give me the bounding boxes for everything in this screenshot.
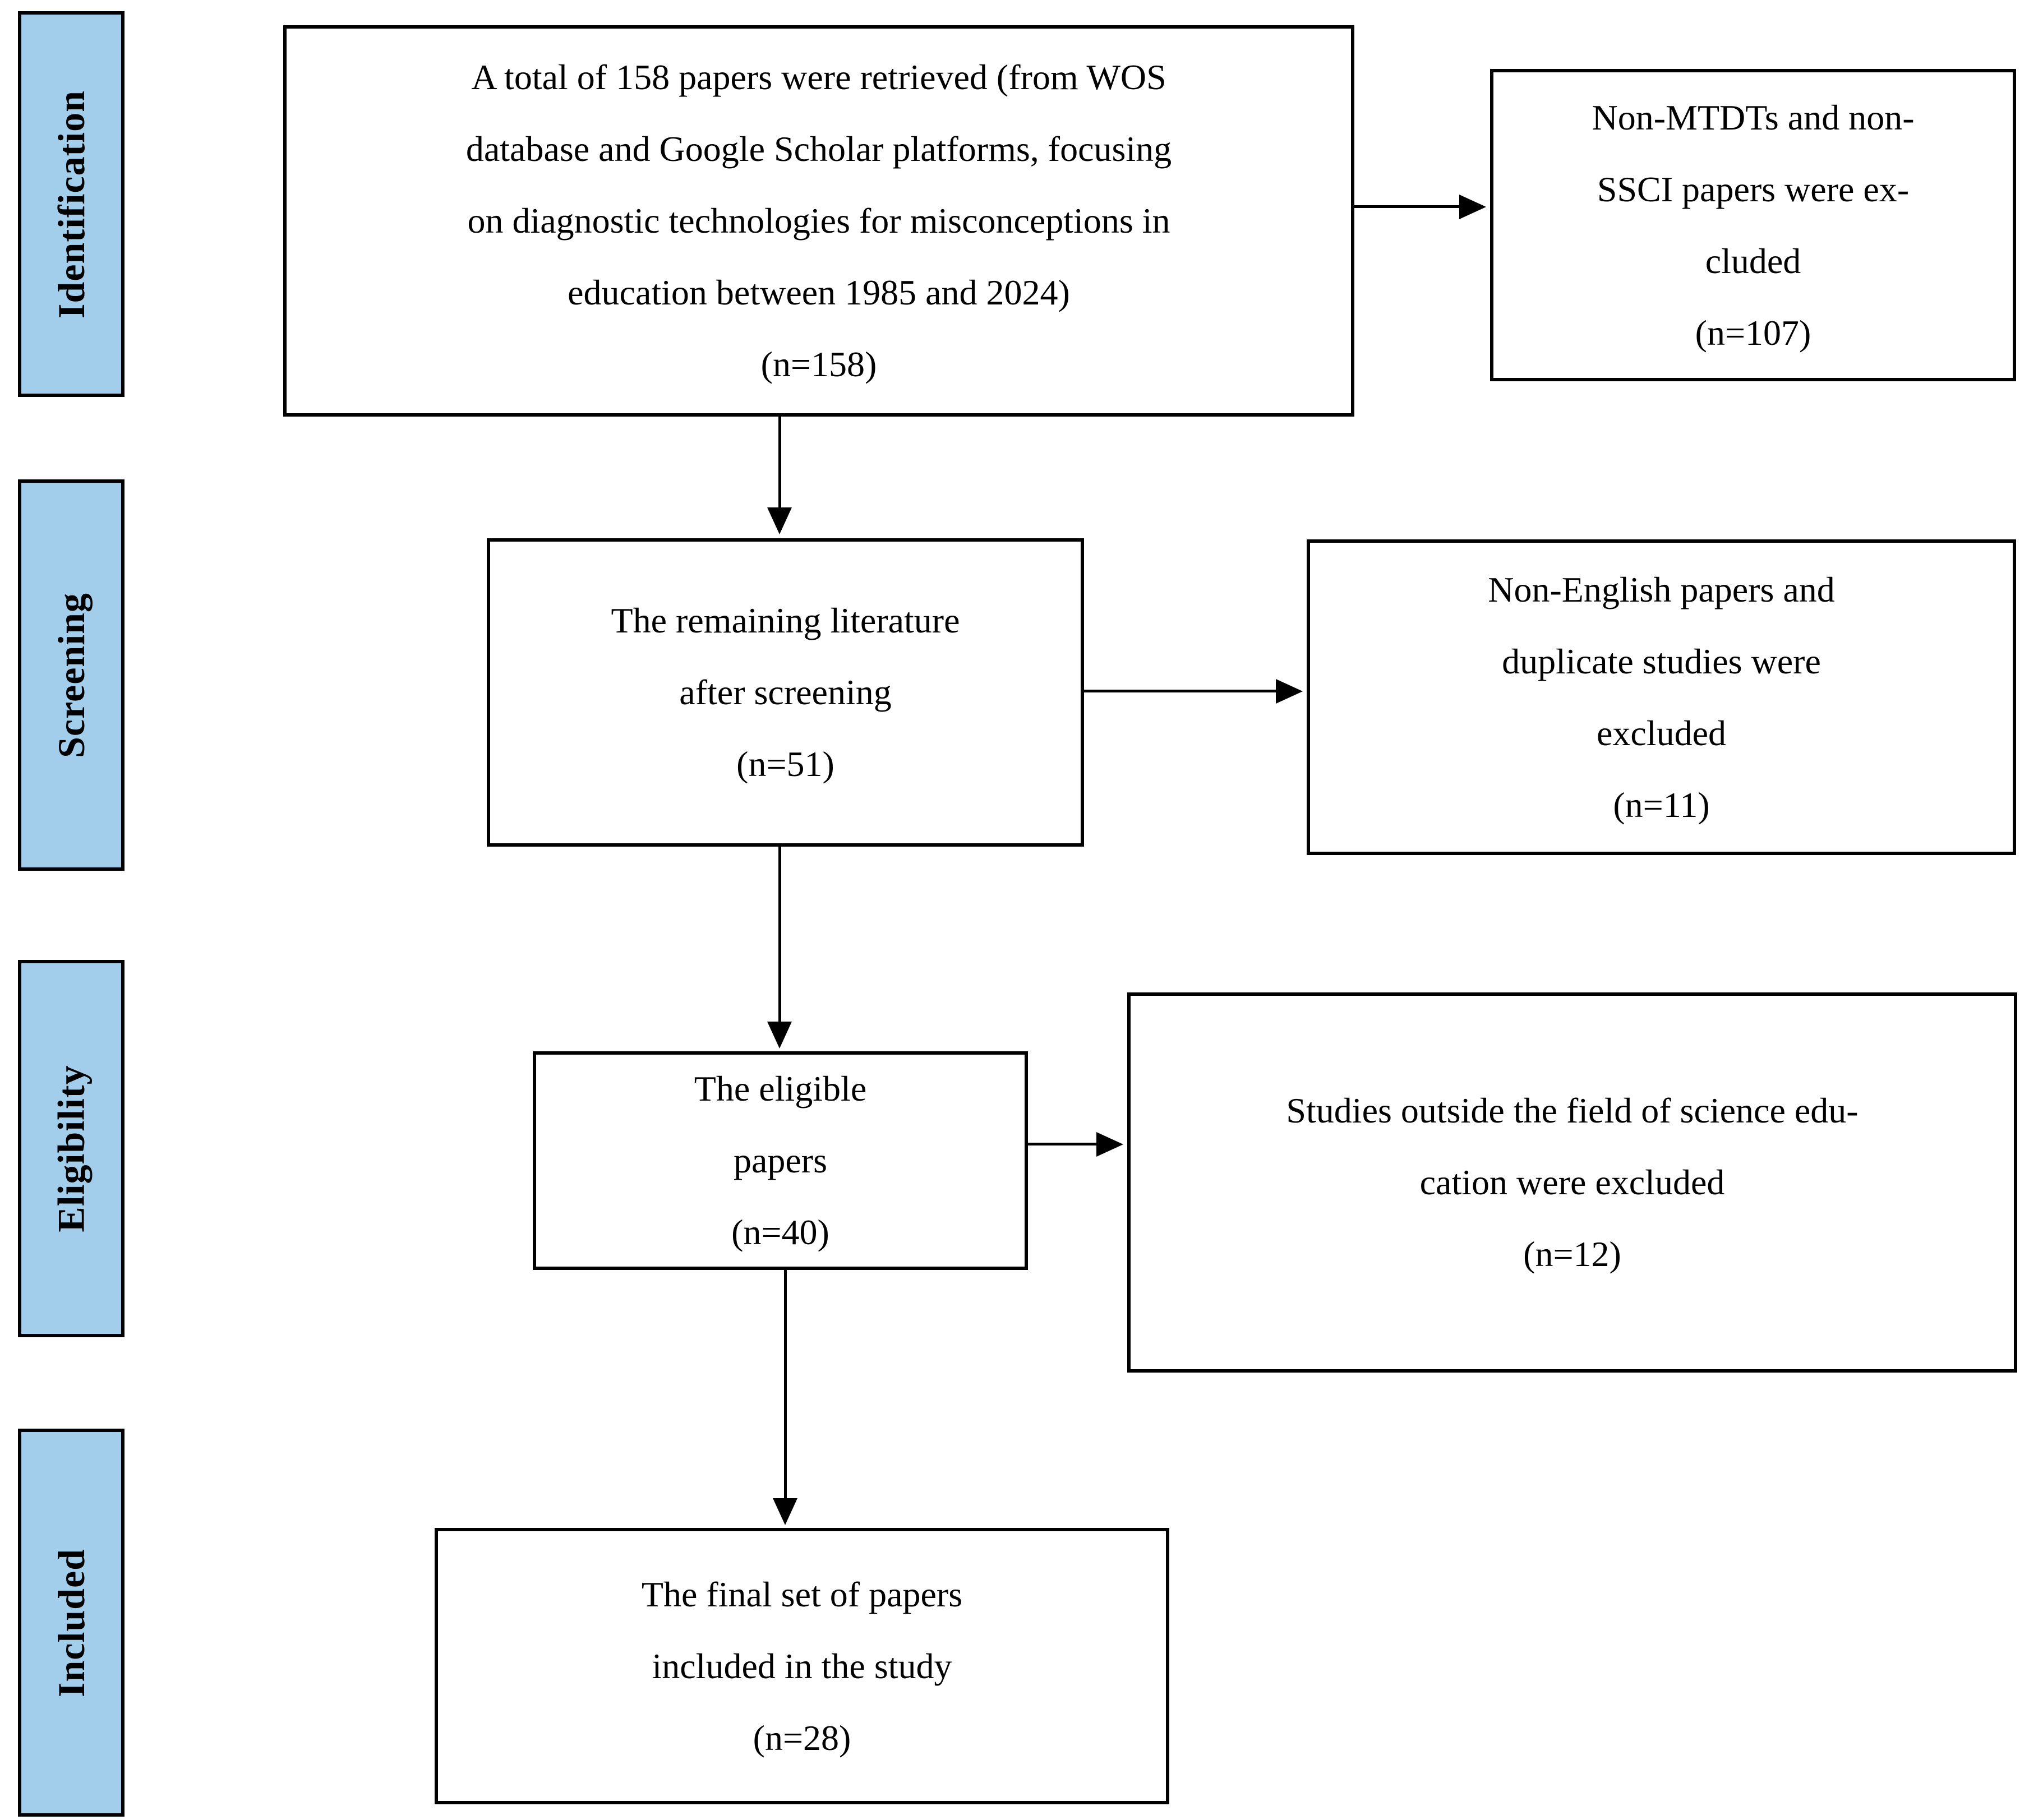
box-excluded-non-mtdt-line: SSCI papers were ex-: [1597, 169, 1910, 209]
arrow-retrieved-to-screening-head-icon: [767, 507, 792, 534]
box-excluded-outside-field-count: (n=12): [1523, 1234, 1621, 1274]
arrow-to-non-english-excluded-line: [1084, 690, 1280, 692]
arrow-to-non-mtdt-excluded-head-icon: [1459, 195, 1486, 219]
arrow-to-outside-field-excluded-head-icon: [1096, 1132, 1123, 1157]
box-excluded-non-mtdt-line: cluded: [1705, 241, 1801, 281]
box-excluded-outside-field-line: cation were excluded: [1419, 1162, 1725, 1202]
box-remaining-count: (n=51): [736, 744, 834, 784]
box-final-count: (n=28): [753, 1717, 851, 1758]
box-remaining-after-screening: The remaining literature after screening…: [487, 538, 1084, 847]
box-excluded-non-mtdt-count: (n=107): [1695, 312, 1811, 353]
stage-screening: Screening: [18, 479, 124, 871]
stage-eligibility: Eligibility: [18, 960, 124, 1337]
box-excluded-non-english-line: excluded: [1597, 713, 1726, 753]
box-papers-retrieved-line: database and Google Scholar platforms, f…: [465, 129, 1172, 169]
box-papers-retrieved-line: A total of 158 papers were retrieved (fr…: [471, 57, 1166, 97]
box-excluded-non-mtdt-line: Non-MTDTs and non-: [1592, 97, 1915, 137]
arrow-to-non-english-excluded-head-icon: [1276, 679, 1303, 704]
arrow-screening-to-eligible-line: [778, 847, 781, 1026]
box-eligible-line: The eligible: [694, 1069, 867, 1108]
stage-included: Included: [18, 1429, 124, 1817]
box-excluded-outside-field-line: Studies outside the field of science edu…: [1286, 1091, 1859, 1130]
box-eligible-count: (n=40): [731, 1212, 829, 1252]
arrow-retrieved-to-screening-line: [778, 417, 781, 512]
arrow-screening-to-eligible-head-icon: [767, 1022, 792, 1048]
box-final-included: The final set of papers included in the …: [435, 1528, 1169, 1804]
box-remaining-line: The remaining literature: [611, 600, 960, 640]
stage-eligibility-label: Eligibility: [49, 1065, 93, 1232]
box-eligible-line: papers: [733, 1140, 828, 1180]
box-excluded-non-mtdt-ssci: Non-MTDTs and non- SSCI papers were ex- …: [1490, 69, 2016, 381]
arrow-eligible-to-included-head-icon: [773, 1498, 797, 1525]
box-excluded-non-english-count: (n=11): [1613, 784, 1710, 825]
arrow-to-outside-field-excluded-line: [1028, 1143, 1101, 1145]
stage-identification-label: Identification: [49, 90, 93, 318]
box-papers-retrieved-line: education between 1985 and 2024): [568, 272, 1070, 312]
box-remaining-line: after screening: [679, 672, 892, 712]
box-excluded-non-english-line: duplicate studies were: [1502, 641, 1821, 681]
stage-screening-label: Screening: [49, 592, 93, 758]
box-excluded-non-english: Non-English papers and duplicate studies…: [1307, 539, 2016, 855]
box-final-line: included in the study: [652, 1646, 952, 1686]
box-papers-retrieved-count: (n=158): [760, 344, 877, 384]
arrow-to-non-mtdt-excluded-line: [1354, 205, 1464, 208]
stage-identification: Identification: [18, 11, 124, 397]
box-papers-retrieved-line: on diagnostic technologies for misconcep…: [467, 201, 1170, 241]
stage-included-label: Included: [49, 1548, 93, 1697]
box-excluded-non-english-line: Non-English papers and: [1488, 569, 1835, 609]
box-excluded-outside-field: Studies outside the field of science edu…: [1127, 992, 2017, 1373]
box-papers-retrieved: A total of 158 papers were retrieved (fr…: [283, 25, 1354, 417]
arrow-eligible-to-included-line: [784, 1270, 787, 1503]
box-final-line: The final set of papers: [641, 1574, 963, 1614]
box-eligible-papers: The eligible papers (n=40): [533, 1051, 1028, 1270]
